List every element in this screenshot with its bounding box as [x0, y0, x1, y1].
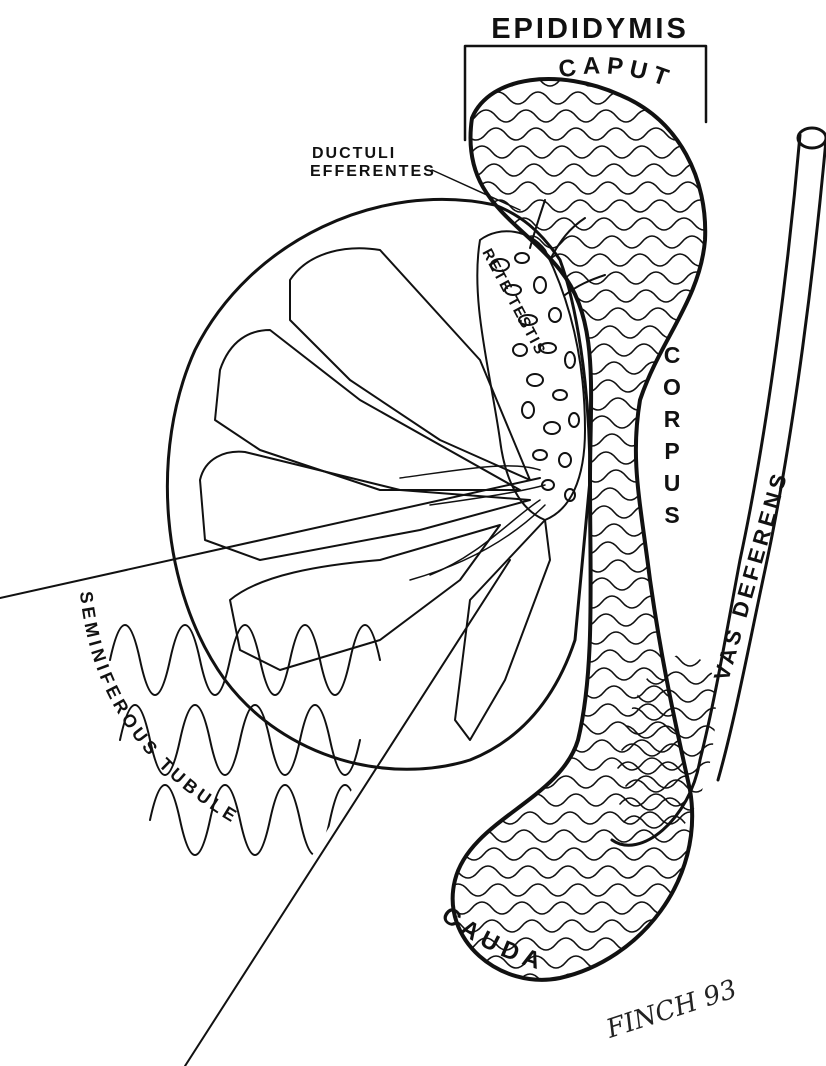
label-corpus: CORPUS — [659, 342, 685, 534]
seminiferous-wedge — [0, 478, 540, 1066]
label-caput: CAPUT — [557, 52, 678, 93]
label-caput-path: CAPUT — [557, 52, 678, 93]
vas-deferens-opening — [798, 128, 826, 148]
label-efferentes: EFFERENTES — [310, 163, 436, 180]
vas-deferens-tube — [612, 135, 826, 845]
artist-signature: FINCH 93 — [602, 974, 741, 1045]
label-ductuli: DUCTULI — [312, 145, 396, 162]
label-epididymis: EPIDIDYMIS — [491, 13, 689, 45]
label-rete-testis: RETE TESTIS — [478, 246, 549, 359]
